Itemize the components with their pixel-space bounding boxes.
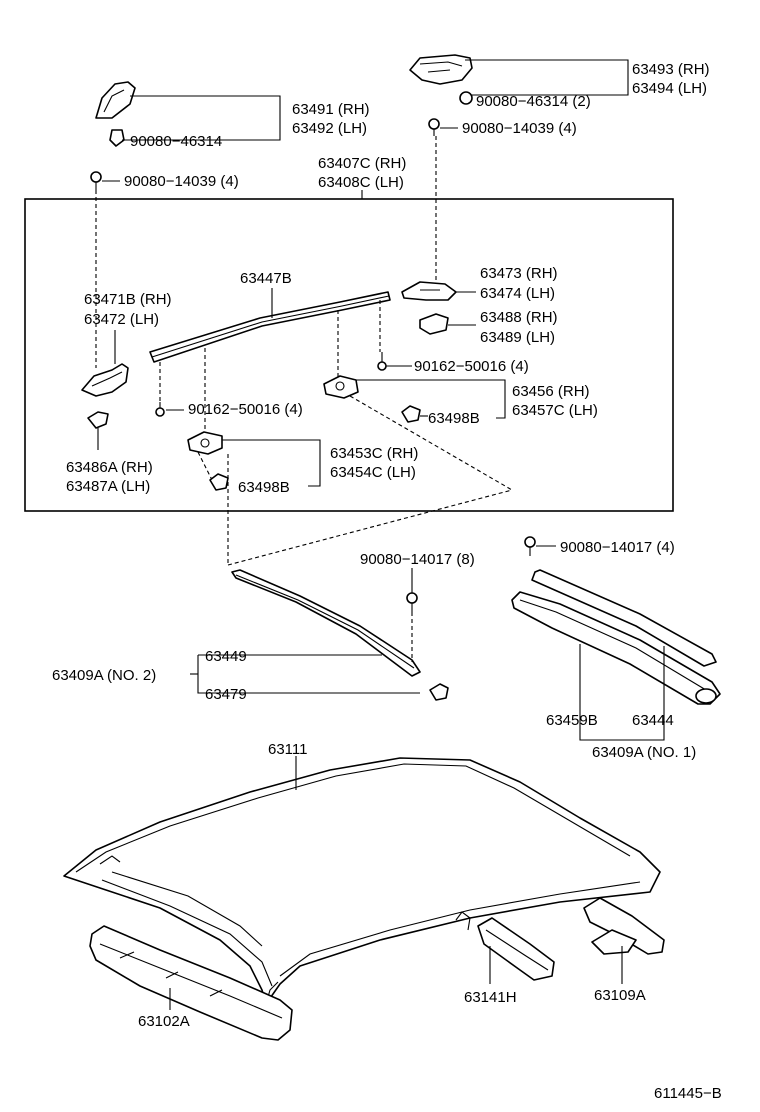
crossmember-63141h <box>477 917 555 984</box>
label-63472: 63472 (LH) <box>84 311 159 328</box>
label-63474: 63474 (LH) <box>480 285 555 302</box>
label-63456: 63456 (RH) <box>512 383 590 400</box>
label-90080-14017-8: 90080−14017 (8) <box>360 551 475 568</box>
label-63407c: 63407C (RH) <box>318 155 406 172</box>
label-63459b: 63459B <box>546 712 598 729</box>
label-63498b-right: 63498B <box>428 410 480 427</box>
label-63487a: 63487A (LH) <box>66 478 150 495</box>
roof-panel-63111 <box>63 756 661 1005</box>
bracket-63453c <box>187 431 513 566</box>
bracket-63471b <box>81 330 129 397</box>
label-63453c: 63453C (RH) <box>330 445 418 462</box>
label-63491: 63491 (RH) <box>292 101 370 118</box>
screw-90162-50016-left <box>155 402 184 417</box>
bracket-63456 <box>323 375 513 491</box>
label-63409a-no1: 63409A (NO. 1) <box>592 744 696 761</box>
label-63473: 63473 (RH) <box>480 265 558 282</box>
rail-63447b <box>149 288 391 440</box>
label-63488: 63488 (RH) <box>480 309 558 326</box>
assembly-box <box>24 198 674 512</box>
screw-90080-14017-8 <box>406 568 418 662</box>
label-63471b: 63471B (RH) <box>84 291 172 308</box>
clip-63486a <box>87 411 109 450</box>
label-90162-50016-left: 90162−50016 (4) <box>188 401 303 418</box>
crossmember-63109a <box>583 897 665 984</box>
label-63447b: 63447B <box>240 270 292 287</box>
label-63479: 63479 <box>205 686 247 703</box>
label-90162-50016-right: 90162−50016 (4) <box>414 358 529 375</box>
rack-end-cap-front <box>409 54 473 105</box>
label-63109a: 63109A <box>594 987 646 1004</box>
label-90080-14017-4: 90080−14017 (4) <box>560 539 675 556</box>
header-63102a <box>89 925 293 1041</box>
screw-90080-14039-left <box>90 171 120 368</box>
label-63408c: 63408C (LH) <box>318 174 404 191</box>
clip-63479 <box>429 683 449 701</box>
rail-63459b-63444 <box>511 569 721 741</box>
label-90080-14039-right: 90080−14039 (4) <box>462 120 577 137</box>
label-63492: 63492 (LH) <box>292 120 367 137</box>
label-63457c: 63457C (LH) <box>512 402 598 419</box>
screw-90162-50016-right <box>377 352 412 371</box>
label-63449: 63449 <box>205 648 247 665</box>
label-63102a: 63102A <box>138 1013 190 1030</box>
rack-end-cap-rear <box>95 81 136 147</box>
label-63494: 63494 (LH) <box>632 80 707 97</box>
label-63444: 63444 <box>632 712 674 729</box>
label-63409a-no2: 63409A (NO. 2) <box>52 667 156 684</box>
label-63489: 63489 (LH) <box>480 329 555 346</box>
screw-90080-14017-4 <box>524 536 556 556</box>
label-63498b-left: 63498B <box>238 479 290 496</box>
plug-63498b-right <box>401 405 428 423</box>
label-90080-46314: 90080−46314 <box>130 133 222 150</box>
label-63141h: 63141H <box>464 989 517 1006</box>
bracket-63473 <box>401 281 476 301</box>
rail-63449 <box>190 569 421 694</box>
leader-63493 <box>465 59 629 96</box>
label-63493: 63493 (RH) <box>632 61 710 78</box>
label-63454c: 63454C (LH) <box>330 464 416 481</box>
label-63486a: 63486A (RH) <box>66 459 153 476</box>
label-90080-46314-2: 90080−46314 (2) <box>476 93 591 110</box>
screw-90080-14039-right <box>428 118 458 286</box>
leader-63491 <box>122 95 281 141</box>
label-63111: 63111 <box>268 741 308 758</box>
plug-63498b-left <box>209 473 229 491</box>
label-90080-14039-left: 90080−14039 (4) <box>124 173 239 190</box>
figure-id: 611445−B <box>654 1085 722 1102</box>
clip-63488 <box>419 313 476 335</box>
